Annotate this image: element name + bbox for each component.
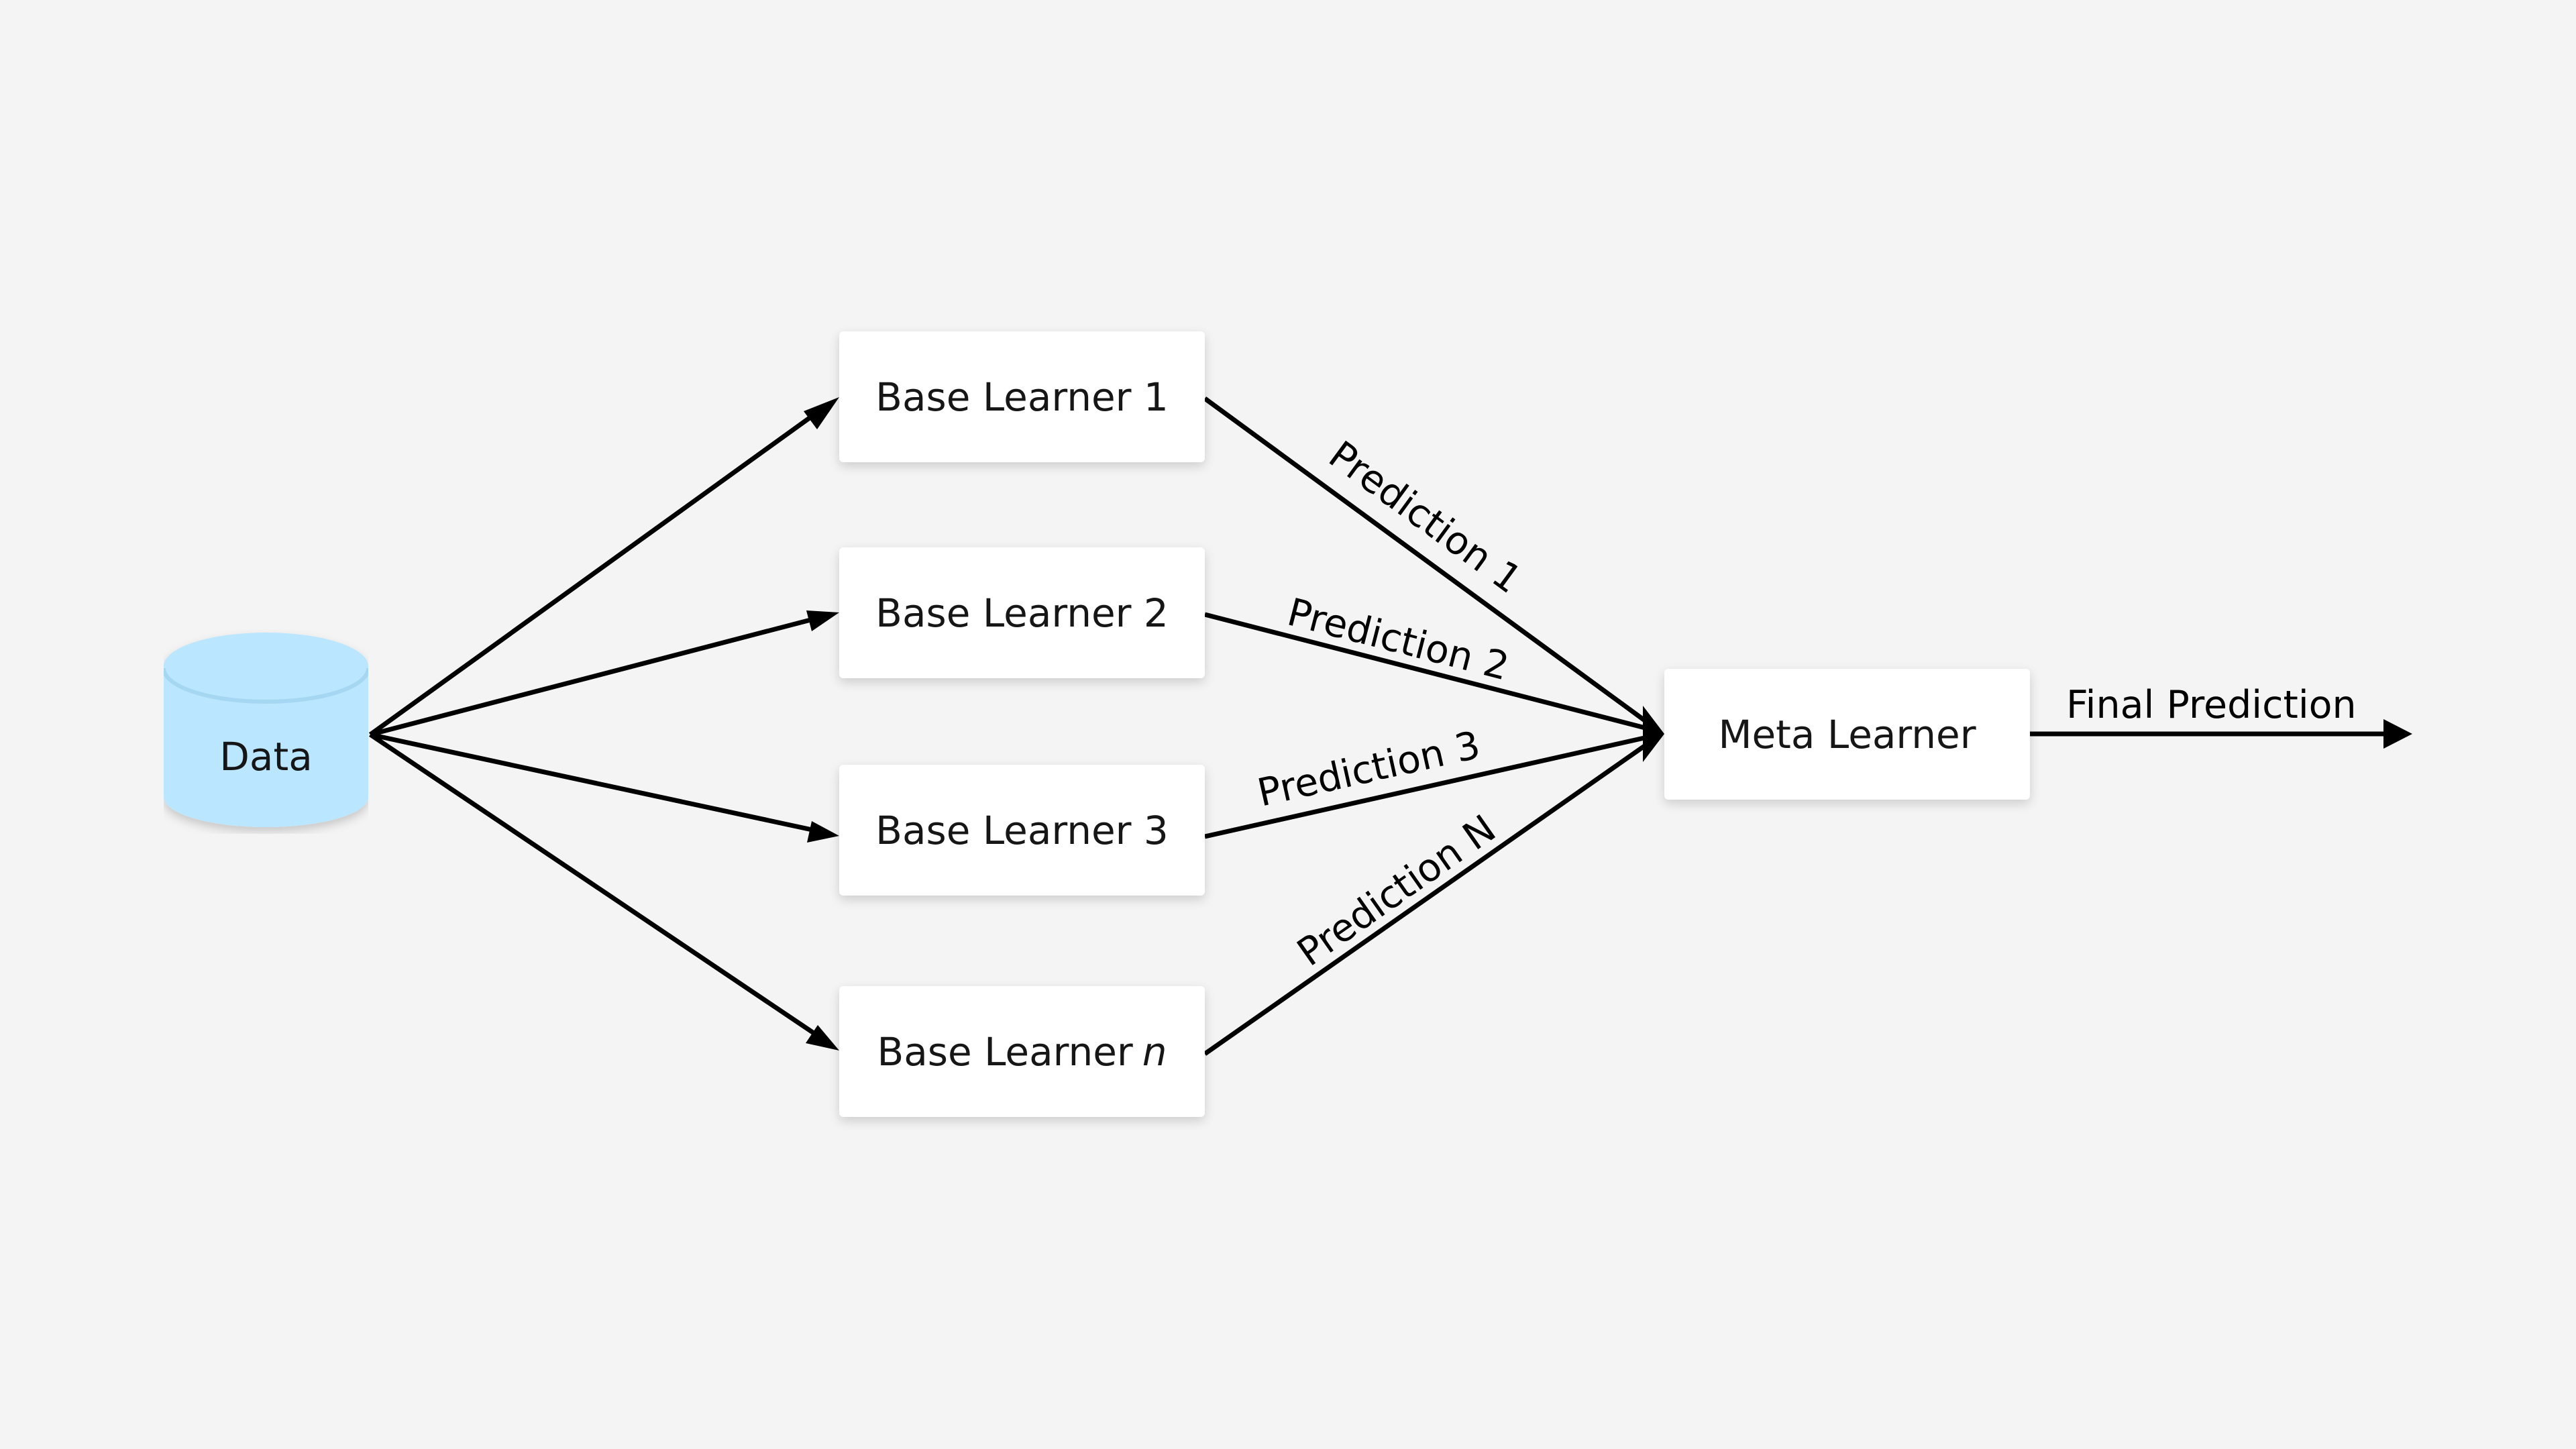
label-prediction-1: Prediction 1 bbox=[1321, 433, 1529, 602]
base-learner-3-label: Base Learner 3 bbox=[875, 807, 1169, 853]
arrowhead-base-3 bbox=[807, 821, 839, 843]
data-node: Data bbox=[164, 629, 368, 834]
base-learner-3: Base Learner 3 bbox=[839, 765, 1205, 896]
edge-data-to-base-3 bbox=[370, 732, 819, 834]
edge-base-2-to-meta bbox=[1204, 612, 1651, 732]
edge-base-3-to-meta bbox=[1204, 734, 1651, 839]
edge-base-1-to-meta bbox=[1203, 396, 1652, 727]
meta-learner-label: Meta Learner bbox=[1718, 711, 1976, 757]
meta-learner: Meta Learner bbox=[1664, 669, 2030, 800]
label-prediction-2: Prediction 2 bbox=[1283, 590, 1513, 690]
arrowhead-base-1 bbox=[804, 397, 839, 429]
arrowhead-meta bbox=[1643, 706, 1664, 762]
arrowhead-base-n bbox=[806, 1025, 839, 1051]
label-prediction-n: Prediction N bbox=[1289, 806, 1504, 975]
edge-data-to-base-2 bbox=[370, 615, 819, 737]
data-label: Data bbox=[219, 734, 313, 780]
arrowhead-final bbox=[2383, 719, 2412, 749]
base-learner-n-variable: n bbox=[1142, 1028, 1167, 1075]
base-learner-2-label: Base Learner 2 bbox=[875, 590, 1169, 636]
edge-data-to-base-1 bbox=[368, 409, 822, 737]
base-learner-2: Base Learner 2 bbox=[839, 547, 1205, 678]
label-final-prediction: Final Prediction bbox=[2066, 683, 2357, 727]
base-learner-1: Base Learner 1 bbox=[839, 331, 1205, 462]
base-learner-n-label: Base Learner bbox=[877, 1028, 1133, 1075]
database-icon bbox=[164, 633, 368, 827]
arrowhead-base-2 bbox=[806, 610, 839, 631]
base-learner-1-label: Base Learner 1 bbox=[875, 374, 1169, 420]
edge-base-n-to-meta bbox=[1203, 740, 1652, 1056]
edge-data-to-base-n bbox=[369, 733, 823, 1040]
